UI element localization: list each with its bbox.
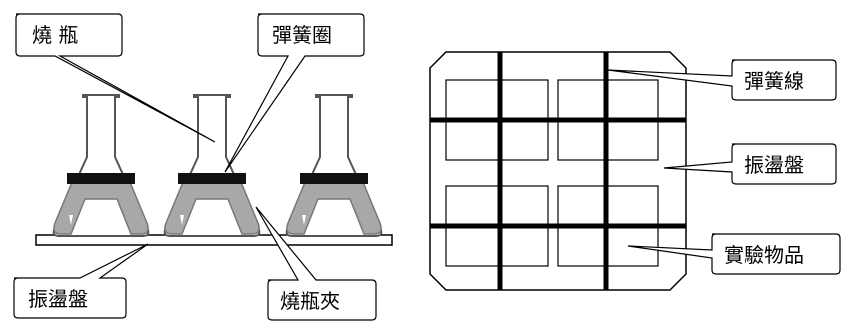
label-flask-clamp: 燒瓶夾: [280, 289, 340, 313]
left-diagram: 燒 瓶 彈簧圈 振盪盤 燒瓶夾: [13, 13, 393, 321]
label-spring-ring: 彈簧圈: [272, 23, 332, 47]
callout-spring-wire: 彈簧線: [607, 59, 837, 101]
callout-spring-ring: 彈簧圈: [224, 13, 365, 173]
label-sample: 實驗物品: [724, 243, 804, 267]
flask-3: [285, 94, 383, 237]
label-shaker-tray-right: 振盪盤: [744, 153, 804, 177]
flask-2: [163, 94, 261, 237]
spring-wires: [430, 52, 686, 290]
callout-shaker-tray-right: 振盪盤: [663, 143, 837, 185]
label-flask: 燒 瓶: [32, 23, 78, 47]
label-spring-wire: 彈簧線: [744, 69, 804, 93]
callout-shaker-tray-left: 振盪盤: [13, 243, 149, 319]
right-diagram: 彈簧線 振盪盤 實驗物品: [429, 51, 841, 291]
callout-sample: 實驗物品: [627, 233, 841, 275]
label-shaker-tray-left: 振盪盤: [28, 287, 88, 311]
callout-flask: 燒 瓶: [15, 13, 216, 143]
flask-1: [52, 94, 150, 237]
callout-flask-clamp: 燒瓶夾: [255, 206, 377, 321]
